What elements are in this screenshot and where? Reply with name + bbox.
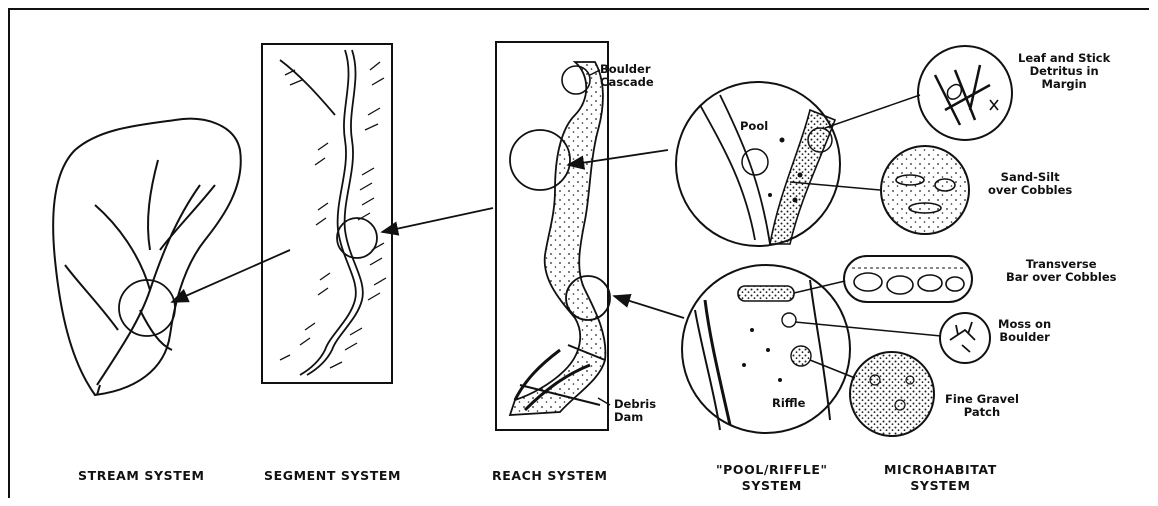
fine-gravel-detail [850, 352, 934, 436]
reach-system-caption: REACH SYSTEM [492, 468, 608, 484]
bar-label-line2: Bar over Cobbles [1006, 271, 1116, 284]
moss-boulder-label: Moss on Boulder [998, 318, 1051, 344]
boulder-label-line2: Cascade [600, 76, 654, 89]
segment-channel [280, 50, 363, 375]
moss-label-line2: Boulder [998, 331, 1051, 344]
reach-callout-circle [337, 218, 377, 258]
moss-boulder-detail [940, 313, 990, 363]
transverse-bar-label: Transverse Bar over Cobbles [1006, 258, 1116, 284]
segment-system-caption: SEGMENT SYSTEM [264, 468, 401, 484]
riffle-label: Riffle [772, 397, 805, 410]
transverse-bar-detail [844, 256, 972, 302]
pool-zoom [676, 82, 840, 246]
segment-panel [262, 44, 392, 383]
pool-riffle-caption-line2: SYSTEM [716, 478, 828, 494]
reach-channel [510, 62, 605, 415]
sand-silt-detail [881, 146, 969, 234]
debris-dam-label: Debris Dam [614, 398, 656, 424]
microhabitat-caption-line1: MICROHABITAT [884, 462, 997, 478]
pool-riffle-caption-line1: "POOL/RIFFLE" [716, 462, 828, 478]
fine-gravel-label: Fine Gravel Patch [945, 393, 1019, 419]
gravel-label-line2: Patch [945, 406, 1019, 419]
watershed-drawing [53, 119, 241, 395]
sand-silt-label: Sand-Silt over Cobbles [988, 171, 1072, 197]
segment-callout-circle [119, 280, 175, 336]
pool-label: Pool [740, 120, 768, 133]
debris-label-line2: Dam [614, 411, 656, 424]
microhabitat-caption-line2: SYSTEM [884, 478, 997, 494]
stream-system-caption: STREAM SYSTEM [78, 468, 205, 484]
leaf-detritus-label: Leaf and Stick Detritus in Margin [1018, 52, 1110, 91]
boulder-cascade-label: Boulder Cascade [600, 63, 654, 89]
sand-label-line2: over Cobbles [988, 184, 1072, 197]
segment-hatching [280, 62, 386, 368]
pool-riffle-system-caption: "POOL/RIFFLE" SYSTEM [716, 462, 828, 494]
leaf-label-line3: Margin [1018, 78, 1110, 91]
microhabitat-system-caption: MICROHABITAT SYSTEM [884, 462, 997, 494]
leaf-detritus-detail [918, 46, 1012, 140]
riffle-zoom [682, 265, 850, 433]
